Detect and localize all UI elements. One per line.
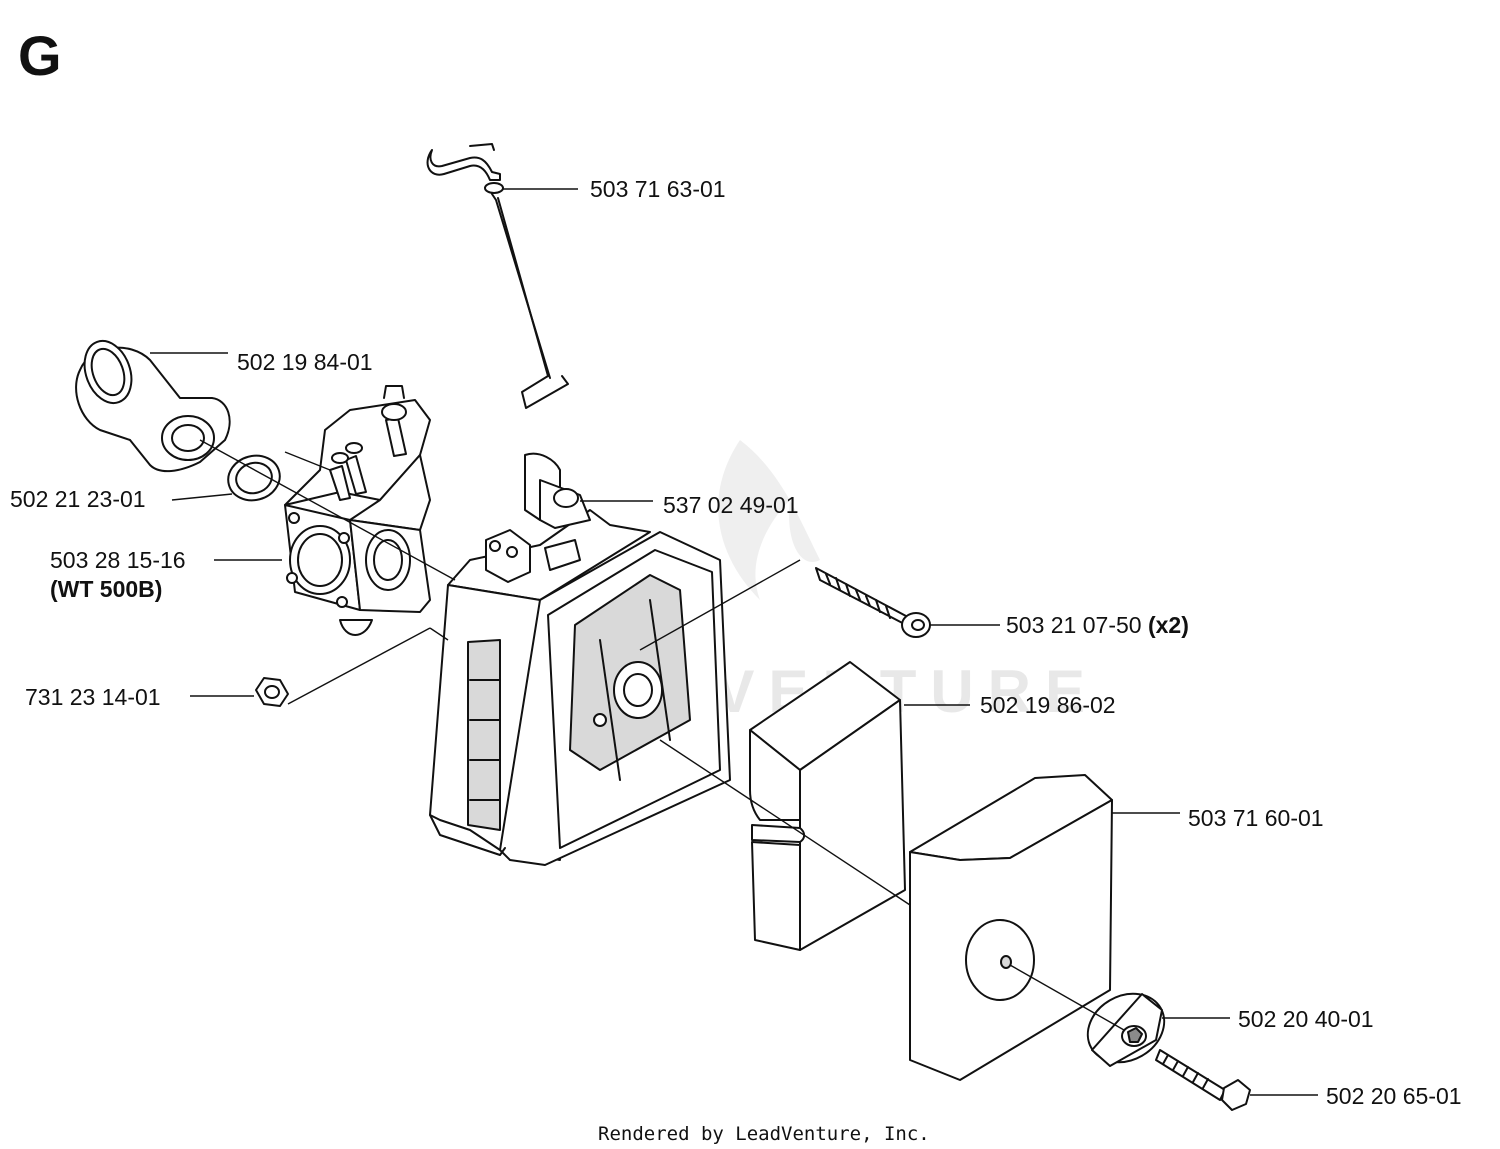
part-label-502-19-84-01: 502 19 84-01 — [237, 349, 373, 375]
filter-element-drawing — [749, 661, 906, 951]
part-label-503-21-07-50: 503 21 07-50 (x2) — [1006, 612, 1189, 638]
part-qty-x2: (x2) — [1148, 612, 1189, 638]
gasket-ring-drawing — [227, 454, 281, 502]
part-label-503-71-60-01: 503 71 60-01 — [1188, 805, 1324, 831]
choke-rod-drawing — [426, 143, 569, 409]
nut-drawing — [255, 677, 289, 707]
leader-lines — [150, 188, 1318, 1096]
leader-p3 — [171, 493, 233, 501]
filter-housing-drawing — [429, 452, 731, 866]
part-label-503-28-15-16: 503 28 15-16 — [50, 547, 186, 573]
intake-elbow-drawing — [75, 340, 231, 473]
part-label-502-20-65-01: 502 20 65-01 — [1326, 1083, 1462, 1109]
knob-drawing — [1086, 992, 1166, 1067]
footer-credit: Rendered by LeadVenture, Inc. — [598, 1123, 930, 1145]
part-label-502-21-23-01: 502 21 23-01 — [10, 486, 146, 512]
part-label-502-20-40-01: 502 20 40-01 — [1238, 1006, 1374, 1032]
part-label-731-23-14-01: 731 23 14-01 — [25, 684, 161, 710]
part-label-503-71-63-01: 503 71 63-01 — [590, 176, 726, 202]
part-note-wt-500b: (WT 500B) — [50, 576, 162, 602]
filter-cover-drawing — [909, 774, 1113, 1081]
carburetor-drawing — [284, 385, 431, 636]
part-number-503-21-07-50: 503 21 07-50 — [1006, 612, 1142, 638]
bolt-drawing — [1155, 1049, 1251, 1111]
long-screw-drawing — [815, 567, 931, 638]
part-label-537-02-49-01: 537 02 49-01 — [663, 492, 799, 518]
part-label-502-19-86-02: 502 19 86-02 — [980, 692, 1116, 718]
section-letter: G — [18, 24, 62, 87]
